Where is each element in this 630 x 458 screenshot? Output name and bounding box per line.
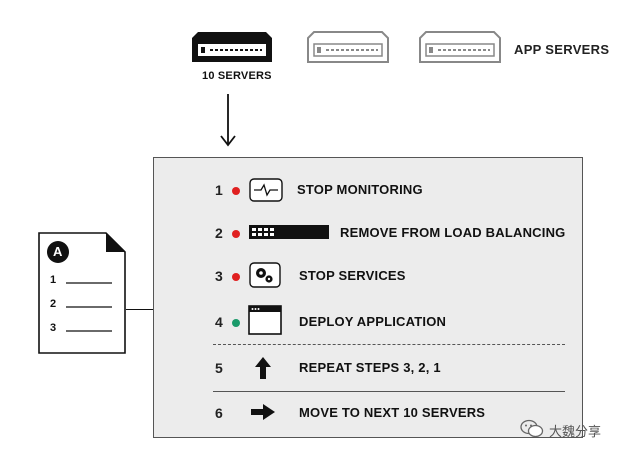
status-dot-failed [232, 230, 240, 238]
pulse-icon [249, 178, 283, 202]
right-arrow-icon [251, 404, 275, 420]
step-number: 5 [215, 360, 223, 376]
step-label: REPEAT STEPS 3, 2, 1 [299, 360, 441, 375]
step-number: 4 [215, 314, 223, 330]
watermark-text: 大魏分享 [549, 425, 602, 440]
step-number: 3 [215, 268, 223, 284]
step-label: MOVE TO NEXT 10 SERVERS [299, 405, 486, 420]
playbook-list-number: 2 [50, 298, 57, 310]
server-icon-active [190, 30, 274, 62]
gears-icon [249, 262, 281, 288]
connector-line [126, 309, 153, 310]
step-number: 1 [215, 182, 223, 198]
status-dot-failed [232, 187, 240, 195]
wechat-icon [520, 419, 544, 438]
status-dot-ok [232, 319, 240, 327]
down-arrow-icon [220, 94, 236, 147]
step-label: STOP SERVICES [299, 268, 406, 283]
step-number: 2 [215, 225, 223, 241]
playbook-document: A 1 2 3 [38, 232, 126, 354]
server-icon-inactive [418, 30, 502, 63]
step-number: 6 [215, 405, 223, 421]
step-divider-dashed [213, 344, 565, 345]
step-label: STOP MONITORING [297, 182, 423, 197]
server-count-caption: 10 SERVERS [202, 70, 272, 82]
step-divider-solid [213, 391, 565, 392]
up-arrow-icon [255, 357, 271, 379]
server-icon-inactive [306, 30, 390, 63]
app-servers-label: APP SERVERS [514, 42, 610, 57]
playbook-list-number: 3 [50, 322, 57, 334]
status-dot-failed [232, 273, 240, 281]
step-label: REMOVE FROM LOAD BALANCING [340, 225, 566, 240]
rolling-update-panel: 1 STOP MONITORING 2 REMOVE FROM LOAD BAL… [153, 157, 583, 438]
load-balancer-icon [249, 225, 329, 239]
ansible-logo-icon [47, 241, 69, 263]
playbook-list-number: 1 [50, 274, 57, 286]
step-label: DEPLOY APPLICATION [299, 314, 447, 329]
ansible-logo-letter: A [53, 244, 63, 259]
window-icon [248, 305, 282, 335]
